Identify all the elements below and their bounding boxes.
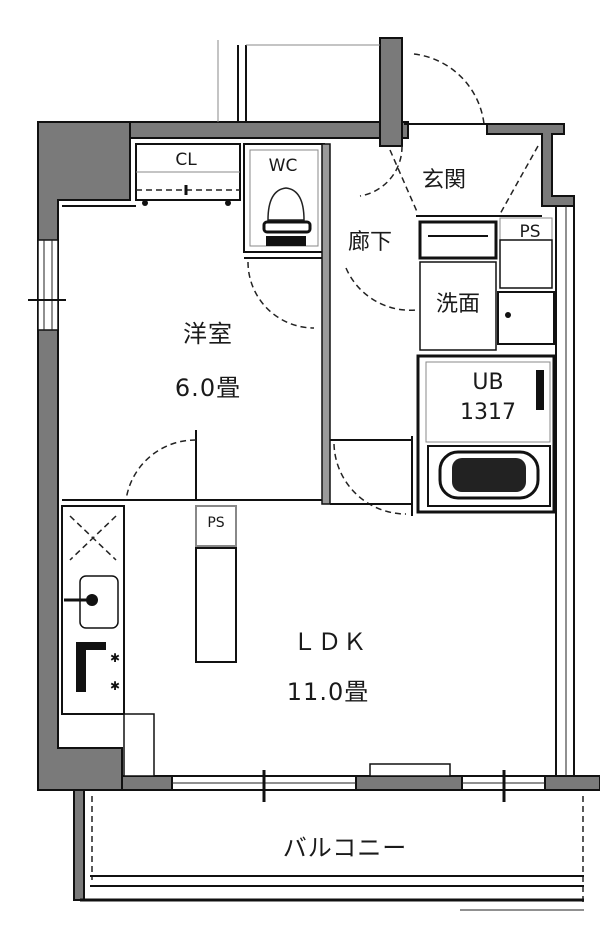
hallway-label: 廊下 <box>347 230 393 255</box>
west-window <box>28 239 66 331</box>
svg-text:✱: ✱ <box>110 651 120 665</box>
toilet-room <box>243 143 325 253</box>
closet <box>135 143 241 206</box>
western-room-label: 洋室 <box>183 320 233 348</box>
ldk-window <box>172 763 545 802</box>
hallway-doors <box>330 267 417 516</box>
interior-wall <box>321 143 331 505</box>
entrance-area <box>359 53 542 217</box>
ldk-area: 11.0畳 <box>286 678 370 706</box>
entrance-label: 玄関 <box>421 168 467 193</box>
service-area <box>497 217 555 345</box>
svg-text:✱: ✱ <box>110 679 120 693</box>
pipe-space-entrance-label: PS <box>519 222 541 242</box>
toilet-label: WC <box>268 156 298 176</box>
ldk-label: ＬＤＫ <box>292 628 368 656</box>
pipe-space-column <box>195 505 237 663</box>
balcony <box>80 796 584 911</box>
balcony-label: バルコニー <box>282 834 408 862</box>
bathroom-size: 1317 <box>460 400 516 425</box>
unit-bath <box>416 354 556 514</box>
bathroom-label: UB <box>472 370 504 395</box>
outer-corridor-lines <box>217 40 380 122</box>
kitchen-counter: ✱ ✱ <box>61 505 155 777</box>
closet-label: CL <box>175 150 197 170</box>
western-room-area: 6.0畳 <box>174 374 242 402</box>
washbasin <box>418 220 498 351</box>
pipe-space-kitchen-label: PS <box>207 515 225 531</box>
washroom-label: 洗面 <box>435 292 481 317</box>
east-edge <box>555 206 575 776</box>
